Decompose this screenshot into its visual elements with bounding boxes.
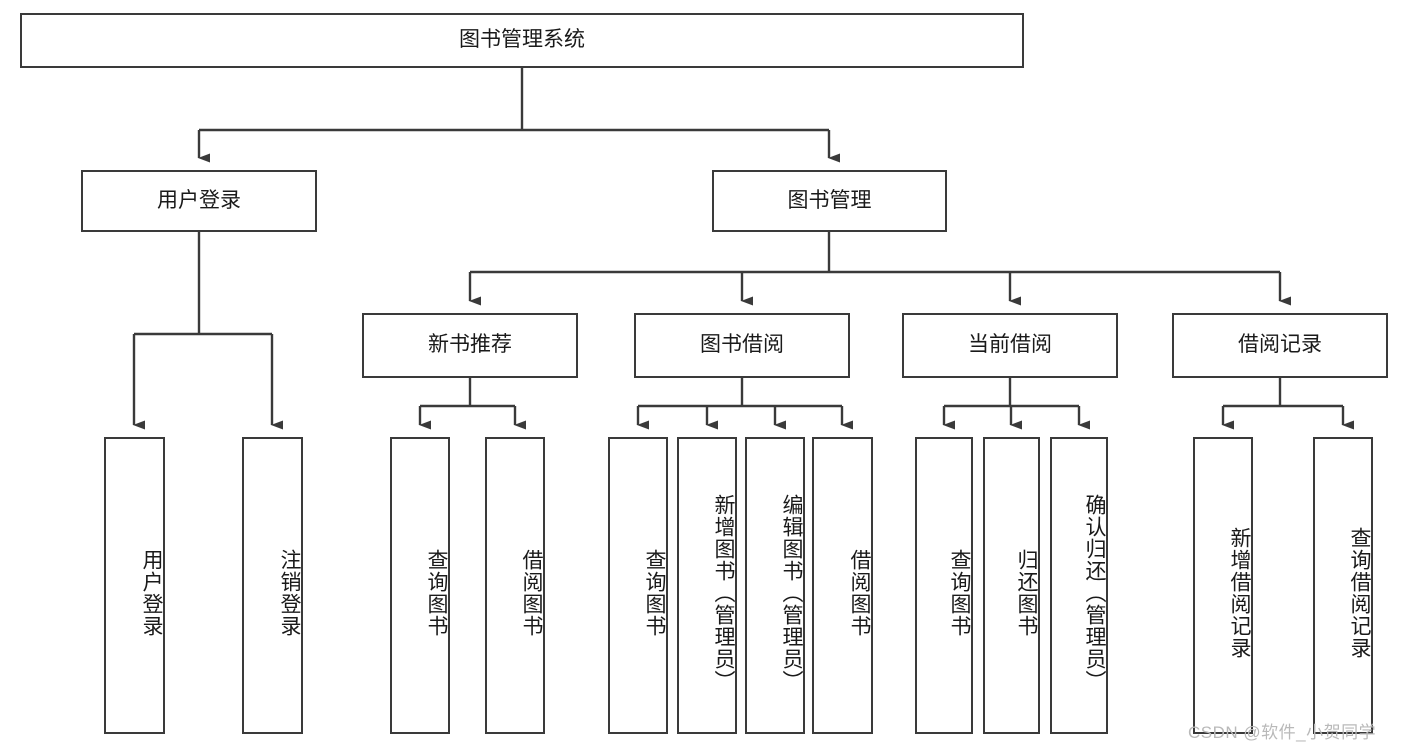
node-label: 借阅记录 [1238, 333, 1322, 357]
node-label: 查询借阅记录 [1348, 526, 1371, 659]
node-leaf-11[interactable]: 新增借阅记录 [1193, 437, 1253, 734]
node-label: 当前借阅 [968, 333, 1052, 357]
node-label: 归还图书 [1015, 548, 1038, 637]
node-label: 借阅图书 [848, 548, 871, 637]
node-level2-0[interactable]: 用户登录 [81, 170, 317, 232]
watermark-label: CSDN @软件_小贺同学 [1188, 723, 1377, 742]
node-label: 查询图书 [643, 548, 666, 637]
node-leaf-5[interactable]: 新增图书（管理员） [677, 437, 737, 734]
node-label: 图书管理系统 [459, 28, 585, 52]
node-level3-0[interactable]: 新书推荐 [362, 313, 578, 378]
node-leaf-1[interactable]: 注销登录 [242, 437, 303, 734]
node-label: 新增借阅记录 [1228, 526, 1251, 659]
node-leaf-4[interactable]: 查询图书 [608, 437, 668, 734]
node-leaf-0[interactable]: 用户登录 [104, 437, 165, 734]
node-label: 用户登录 [157, 188, 241, 212]
node-leaf-12[interactable]: 查询借阅记录 [1313, 437, 1373, 734]
node-label: 确认归还（管理员） [1083, 493, 1106, 692]
node-leaf-2[interactable]: 查询图书 [390, 437, 450, 734]
node-leaf-7[interactable]: 借阅图书 [812, 437, 873, 734]
node-leaf-10[interactable]: 确认归还（管理员） [1050, 437, 1108, 734]
node-label: 用户登录 [140, 548, 163, 637]
node-level3-2[interactable]: 当前借阅 [902, 313, 1118, 378]
node-label: 新书推荐 [428, 333, 512, 357]
node-label: 新增图书（管理员） [712, 493, 735, 692]
node-leaf-6[interactable]: 编辑图书（管理员） [745, 437, 805, 734]
node-root-system[interactable]: 图书管理系统 [20, 13, 1024, 68]
node-leaf-8[interactable]: 查询图书 [915, 437, 973, 734]
node-label: 借阅图书 [520, 548, 543, 637]
node-label: 编辑图书（管理员） [780, 493, 803, 692]
node-label: 查询图书 [948, 548, 971, 637]
node-label: 图书管理 [787, 188, 872, 212]
node-leaf-9[interactable]: 归还图书 [983, 437, 1040, 734]
node-label: 注销登录 [278, 548, 301, 637]
node-label: 查询图书 [425, 548, 448, 637]
node-label: 图书借阅 [700, 333, 784, 357]
node-level3-1[interactable]: 图书借阅 [634, 313, 850, 378]
node-leaf-3[interactable]: 借阅图书 [485, 437, 545, 734]
node-level2-1[interactable]: 图书管理 [712, 170, 947, 232]
node-level3-3[interactable]: 借阅记录 [1172, 313, 1388, 378]
